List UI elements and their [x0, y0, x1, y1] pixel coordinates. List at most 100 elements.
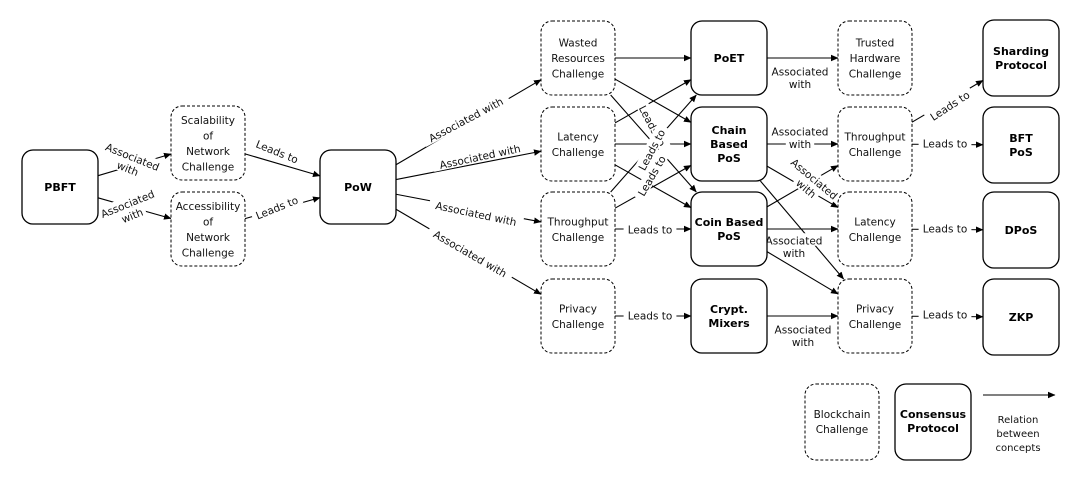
edge-label-line: Associated [772, 126, 829, 138]
protocol-node-poet: PoET [690, 20, 768, 96]
edge-label-line: Leads to [254, 139, 300, 167]
edge-lat1-to-poet [614, 79, 692, 124]
edge-label-line: Leads to [254, 195, 300, 223]
legend-protocol-label: Protocol [907, 422, 959, 435]
node-label-line: Throughput [547, 216, 609, 228]
node-label-line: Network [186, 232, 231, 244]
edges-layer [97, 54, 984, 320]
legend-relation-label: Relation [998, 415, 1039, 426]
node-label-line: Sharding [993, 45, 1049, 58]
edge-thr1-to-chain [614, 164, 692, 209]
node-label-line: PoS [717, 230, 741, 243]
edge-label: Associated with [420, 90, 511, 147]
node-label-line: Network [186, 146, 231, 158]
edge-label-line: Associated [766, 235, 823, 247]
edge-label-line: Leads to [628, 225, 673, 237]
node-label-line: Coin Based [695, 216, 764, 229]
edge-label-line: Associated with [434, 200, 517, 229]
edge-label-line: with [789, 79, 811, 91]
node-label-line: Chain [712, 124, 747, 137]
node-label-line: Accessibility [176, 201, 241, 213]
edge-label-line: Associated [775, 324, 832, 336]
legend-relation-label: concepts [995, 443, 1040, 454]
edge-label: Leads to [249, 191, 304, 223]
legend-challenge-label: Blockchain [814, 409, 871, 421]
nodes-layer: PBFTScalabilityofNetworkChallengeAccessi… [21, 19, 1060, 356]
node-label-line: Privacy [856, 303, 894, 315]
edge-label-line: Associated with [431, 229, 508, 281]
protocol-node-pbft: PBFT [21, 149, 99, 225]
edge-pow-to-lat1 [395, 149, 542, 181]
edge-label: Associated with [426, 223, 516, 283]
node-label-line: Latency [854, 216, 896, 228]
edge-label: Associated with [428, 196, 525, 229]
node-label-line: ZKP [1009, 311, 1034, 324]
node-label-line: Challenge [849, 319, 902, 331]
edge-label-line: Leads to [923, 224, 968, 236]
node-label-line: of [203, 216, 213, 228]
node-label-line: Challenge [849, 69, 902, 81]
edge-label-line: Leads to [923, 139, 968, 151]
edge-coin-to-priv2 [766, 251, 839, 295]
node-label-line: Latency [557, 131, 599, 143]
node-label-line: Challenge [182, 161, 235, 173]
node-label-line: Scalability [181, 115, 235, 127]
node-label-line: Challenge [849, 147, 902, 159]
edge-chain-to-priv2 [759, 180, 845, 280]
legend-challenge-label: Challenge [816, 424, 869, 436]
edge-label: Leads to [918, 136, 972, 151]
node-label-line: Challenge [552, 319, 605, 331]
node-label-line: of [203, 130, 213, 142]
edge-label-line: Associated [772, 66, 829, 78]
protocol-node-zkp: ZKP [982, 278, 1060, 356]
node-label-line: Wasted [559, 38, 598, 50]
node-label-line: Trusted [855, 38, 895, 50]
legend-protocol-label: Consensus [900, 408, 967, 421]
node-label-line: Resources [551, 53, 605, 65]
edge-label: Leads to [623, 222, 677, 237]
edge-label-line: Leads to [628, 311, 673, 323]
node-label-line: Challenge [552, 147, 605, 159]
edge-label: Leads to [623, 308, 677, 323]
node-label-line: Challenge [552, 69, 605, 81]
node-label-line: Challenge [182, 247, 235, 259]
edge-label: Leads to [923, 85, 975, 125]
legend-relation: Relation between concepts [983, 391, 1056, 454]
protocol-node-crypt: Crypt.Mixers [690, 278, 768, 354]
edge-label: Leads to [918, 307, 972, 322]
node-label-line: BFT [1009, 132, 1033, 145]
node-label-line: Challenge [552, 232, 605, 244]
protocol-node-pow: PoW [319, 149, 397, 225]
node-label-line: PBFT [44, 181, 76, 194]
legend-relation-label: between [996, 429, 1039, 440]
protocol-node-dpos: DPoS [982, 191, 1060, 269]
edge-scal-to-pow [244, 153, 321, 177]
edge-label-line: Associated with [427, 96, 506, 145]
edge-label-line: with [783, 248, 805, 260]
node-label-line: Mixers [708, 317, 750, 330]
node-label-line: Crypt. [710, 303, 748, 316]
node-label-line: DPoS [1005, 224, 1038, 237]
